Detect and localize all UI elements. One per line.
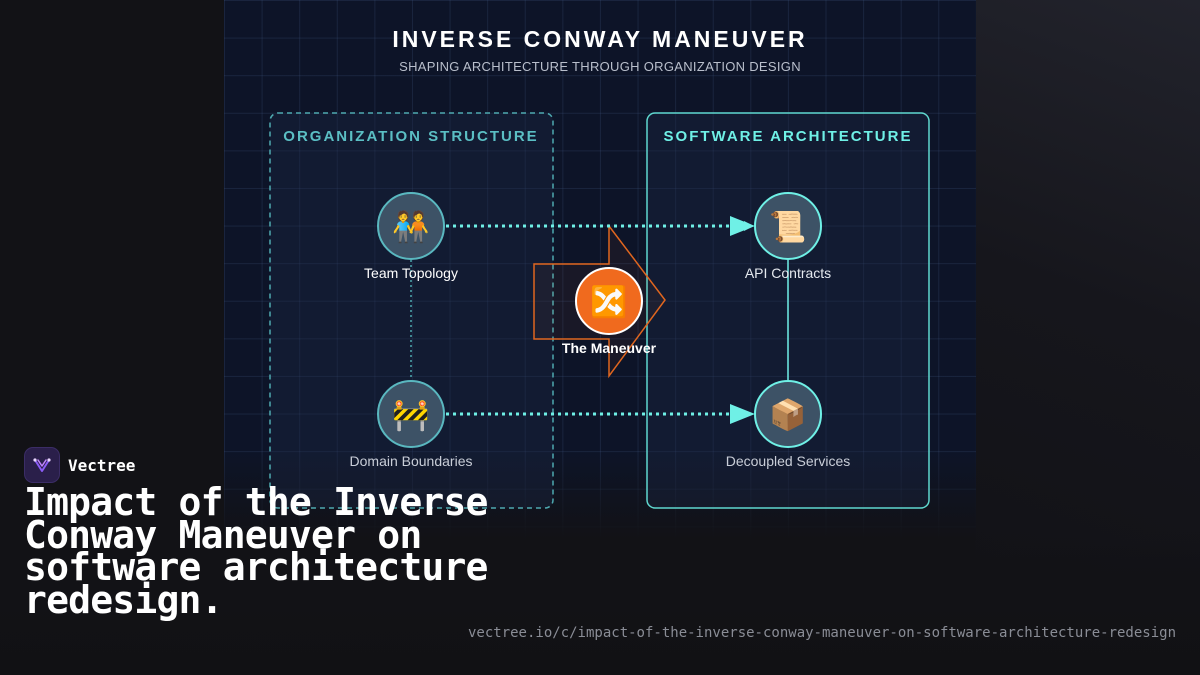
package-icon: 📦: [769, 397, 806, 432]
diagram-subtitle: SHAPING ARCHITECTURE THROUGH ORGANIZATIO…: [399, 59, 801, 74]
organization-group-label: ORGANIZATION STRUCTURE: [283, 128, 538, 145]
node-label-the-maneuver: The Maneuver: [562, 340, 657, 356]
arrowhead-team-to-api: [730, 216, 755, 236]
node-the-maneuver: 🔀 The Maneuver: [562, 267, 657, 356]
people-holding-hands-icon: 🧑‍🤝‍🧑: [392, 209, 429, 244]
headline: Impact of the Inverse Conway Maneuver on…: [24, 480, 488, 622]
brand: Vectree: [24, 447, 135, 483]
arrowhead-domain-to-services: [730, 404, 755, 424]
node-label-domain-boundaries: Domain Boundaries: [350, 453, 473, 469]
scroll-icon: 📜: [769, 210, 806, 244]
construction-barrier-icon: 🚧: [392, 399, 429, 432]
vectree-logo-icon: [24, 447, 60, 483]
node-api-contracts: 📜 API Contracts: [745, 192, 831, 281]
node-label-api-contracts: API Contracts: [745, 265, 831, 281]
node-team-topology: 🧑‍🤝‍🧑 Team Topology: [364, 192, 458, 281]
background-bottom: [0, 530, 1200, 675]
node-label-team-topology: Team Topology: [364, 265, 458, 281]
diagram-title: INVERSE CONWAY MANEUVER: [392, 26, 808, 52]
node-label-decoupled-services: Decoupled Services: [726, 453, 851, 469]
node-domain-boundaries: 🚧 Domain Boundaries: [350, 380, 473, 469]
source-url[interactable]: vectree.io/c/impact-of-the-inverse-conwa…: [467, 625, 1176, 641]
node-decoupled-services: 📦 Decoupled Services: [726, 380, 851, 469]
software-group-label: SOFTWARE ARCHITECTURE: [664, 128, 913, 145]
shuffle-icon: 🔀: [590, 284, 627, 319]
brand-name: Vectree: [68, 455, 136, 475]
